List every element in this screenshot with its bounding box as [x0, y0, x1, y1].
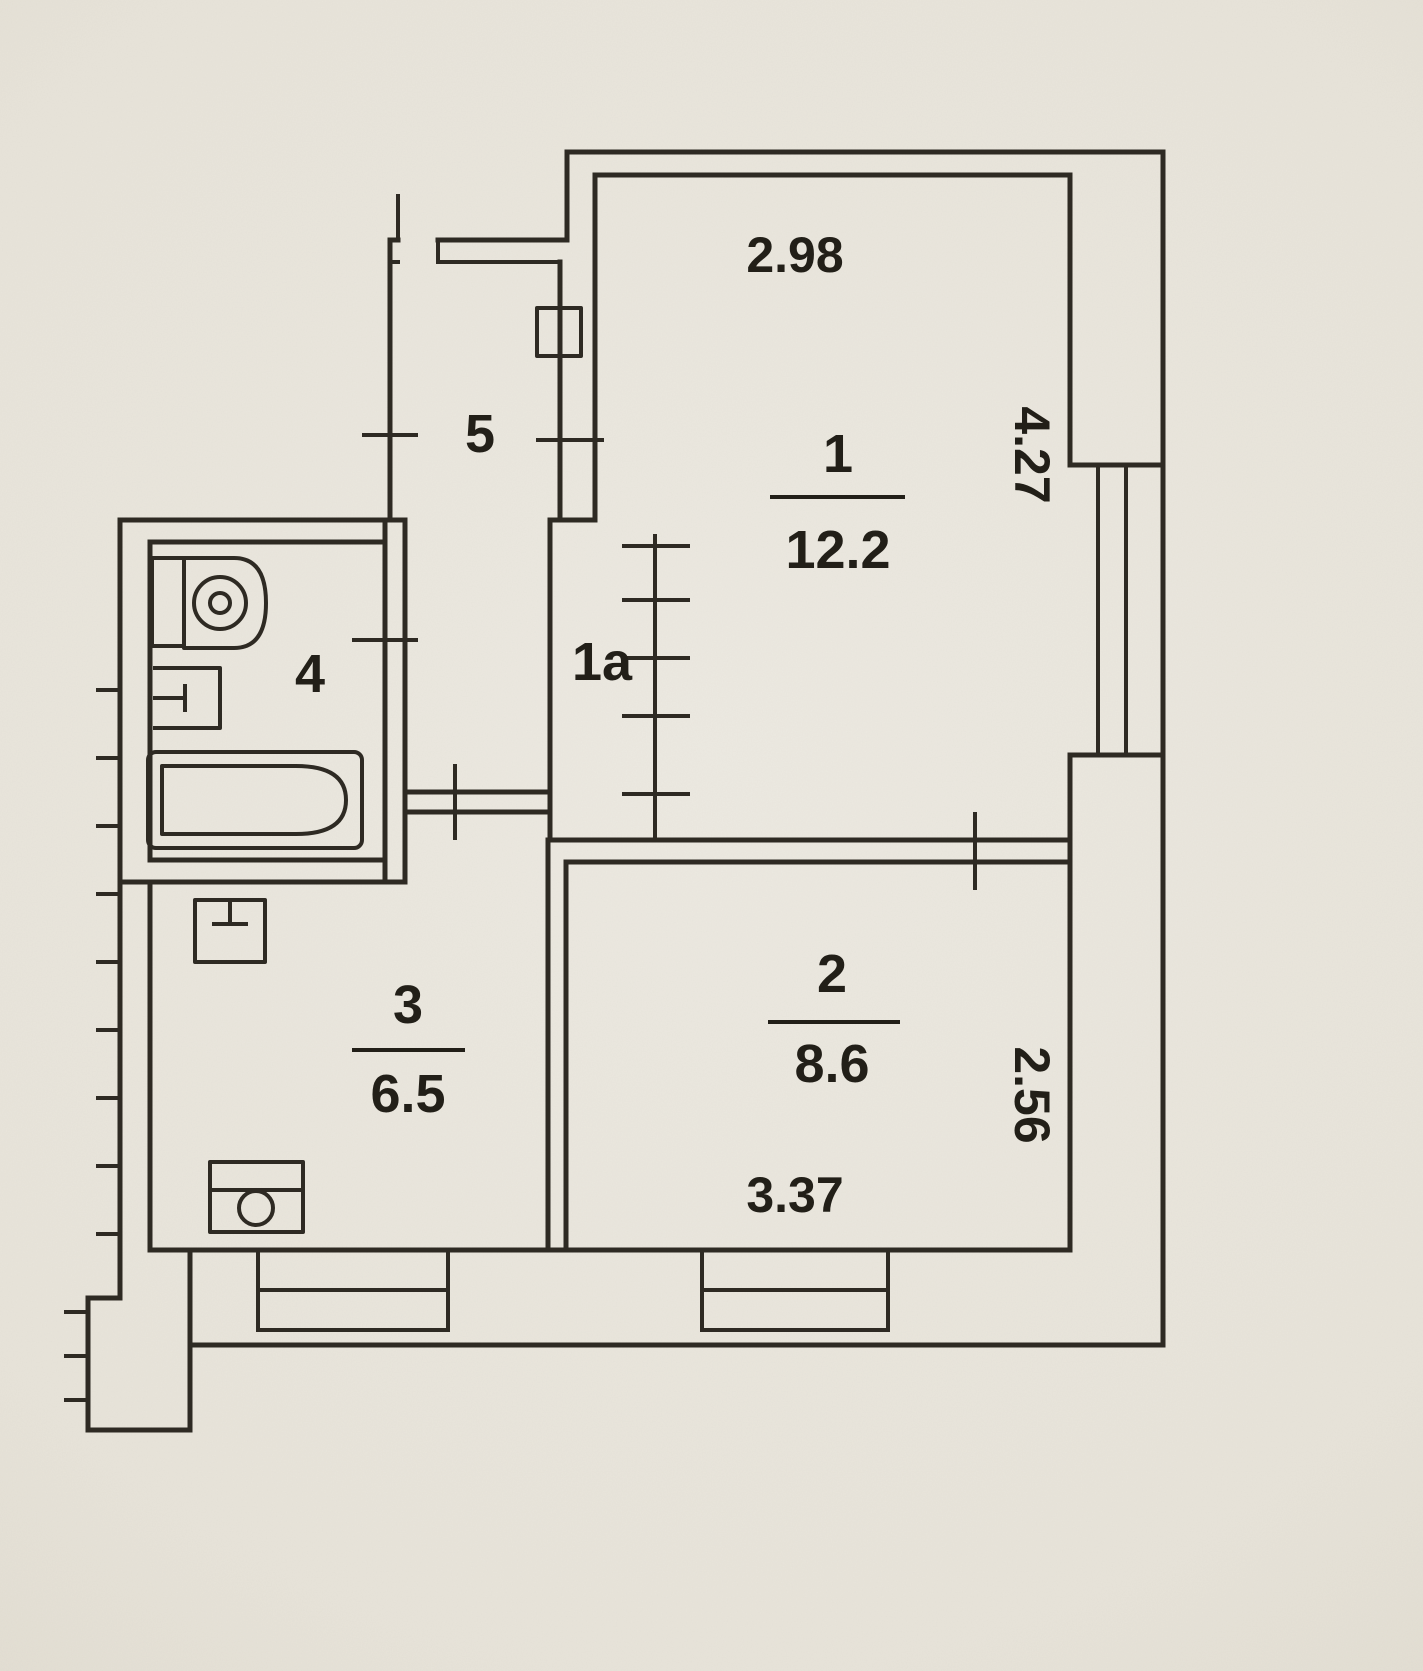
- window-bottom-right: [700, 1248, 890, 1332]
- stove-icon: [208, 1160, 305, 1234]
- dimension-right-upper: 4.27: [1004, 406, 1060, 503]
- kitchen-sink-icon: [193, 898, 267, 964]
- wall-hatch-entrance: [64, 1310, 88, 1402]
- room-2-area: 8.6: [794, 1034, 869, 1094]
- window-bottom-left: [256, 1248, 450, 1332]
- toilet-icon: [150, 556, 268, 650]
- outer-walls: [85, 149, 1166, 1433]
- room-3-label: 3: [393, 975, 423, 1035]
- room-3-annotation: 3 6.5: [352, 975, 465, 1124]
- entrance-door: [388, 194, 562, 264]
- bathtub-icon: [146, 750, 364, 850]
- vent-duct-box: [535, 306, 583, 358]
- inner-walls: [117, 172, 1073, 1253]
- room-5-label: 5: [465, 404, 495, 464]
- room-4-label: 4: [295, 644, 325, 704]
- room-3-area: 6.5: [370, 1064, 445, 1124]
- room-1-annotation: 1 12.2: [770, 424, 905, 580]
- door-ticks: [352, 433, 977, 890]
- closet-partition: [622, 534, 690, 842]
- dimension-top: 2.98: [746, 227, 843, 283]
- room-2-label: 2: [817, 944, 847, 1004]
- dimension-bottom: 3.37: [746, 1167, 843, 1223]
- dimension-right-lower: 2.56: [1004, 1046, 1060, 1143]
- room-2-annotation: 2 8.6: [768, 944, 900, 1094]
- room-1-area: 12.2: [785, 520, 890, 580]
- room-1-label: 1: [823, 424, 853, 484]
- sink-icon: [153, 666, 222, 730]
- wall-hatch-left: [96, 688, 120, 1236]
- window-right: [1067, 462, 1166, 758]
- room-1a-label: 1a: [572, 632, 633, 692]
